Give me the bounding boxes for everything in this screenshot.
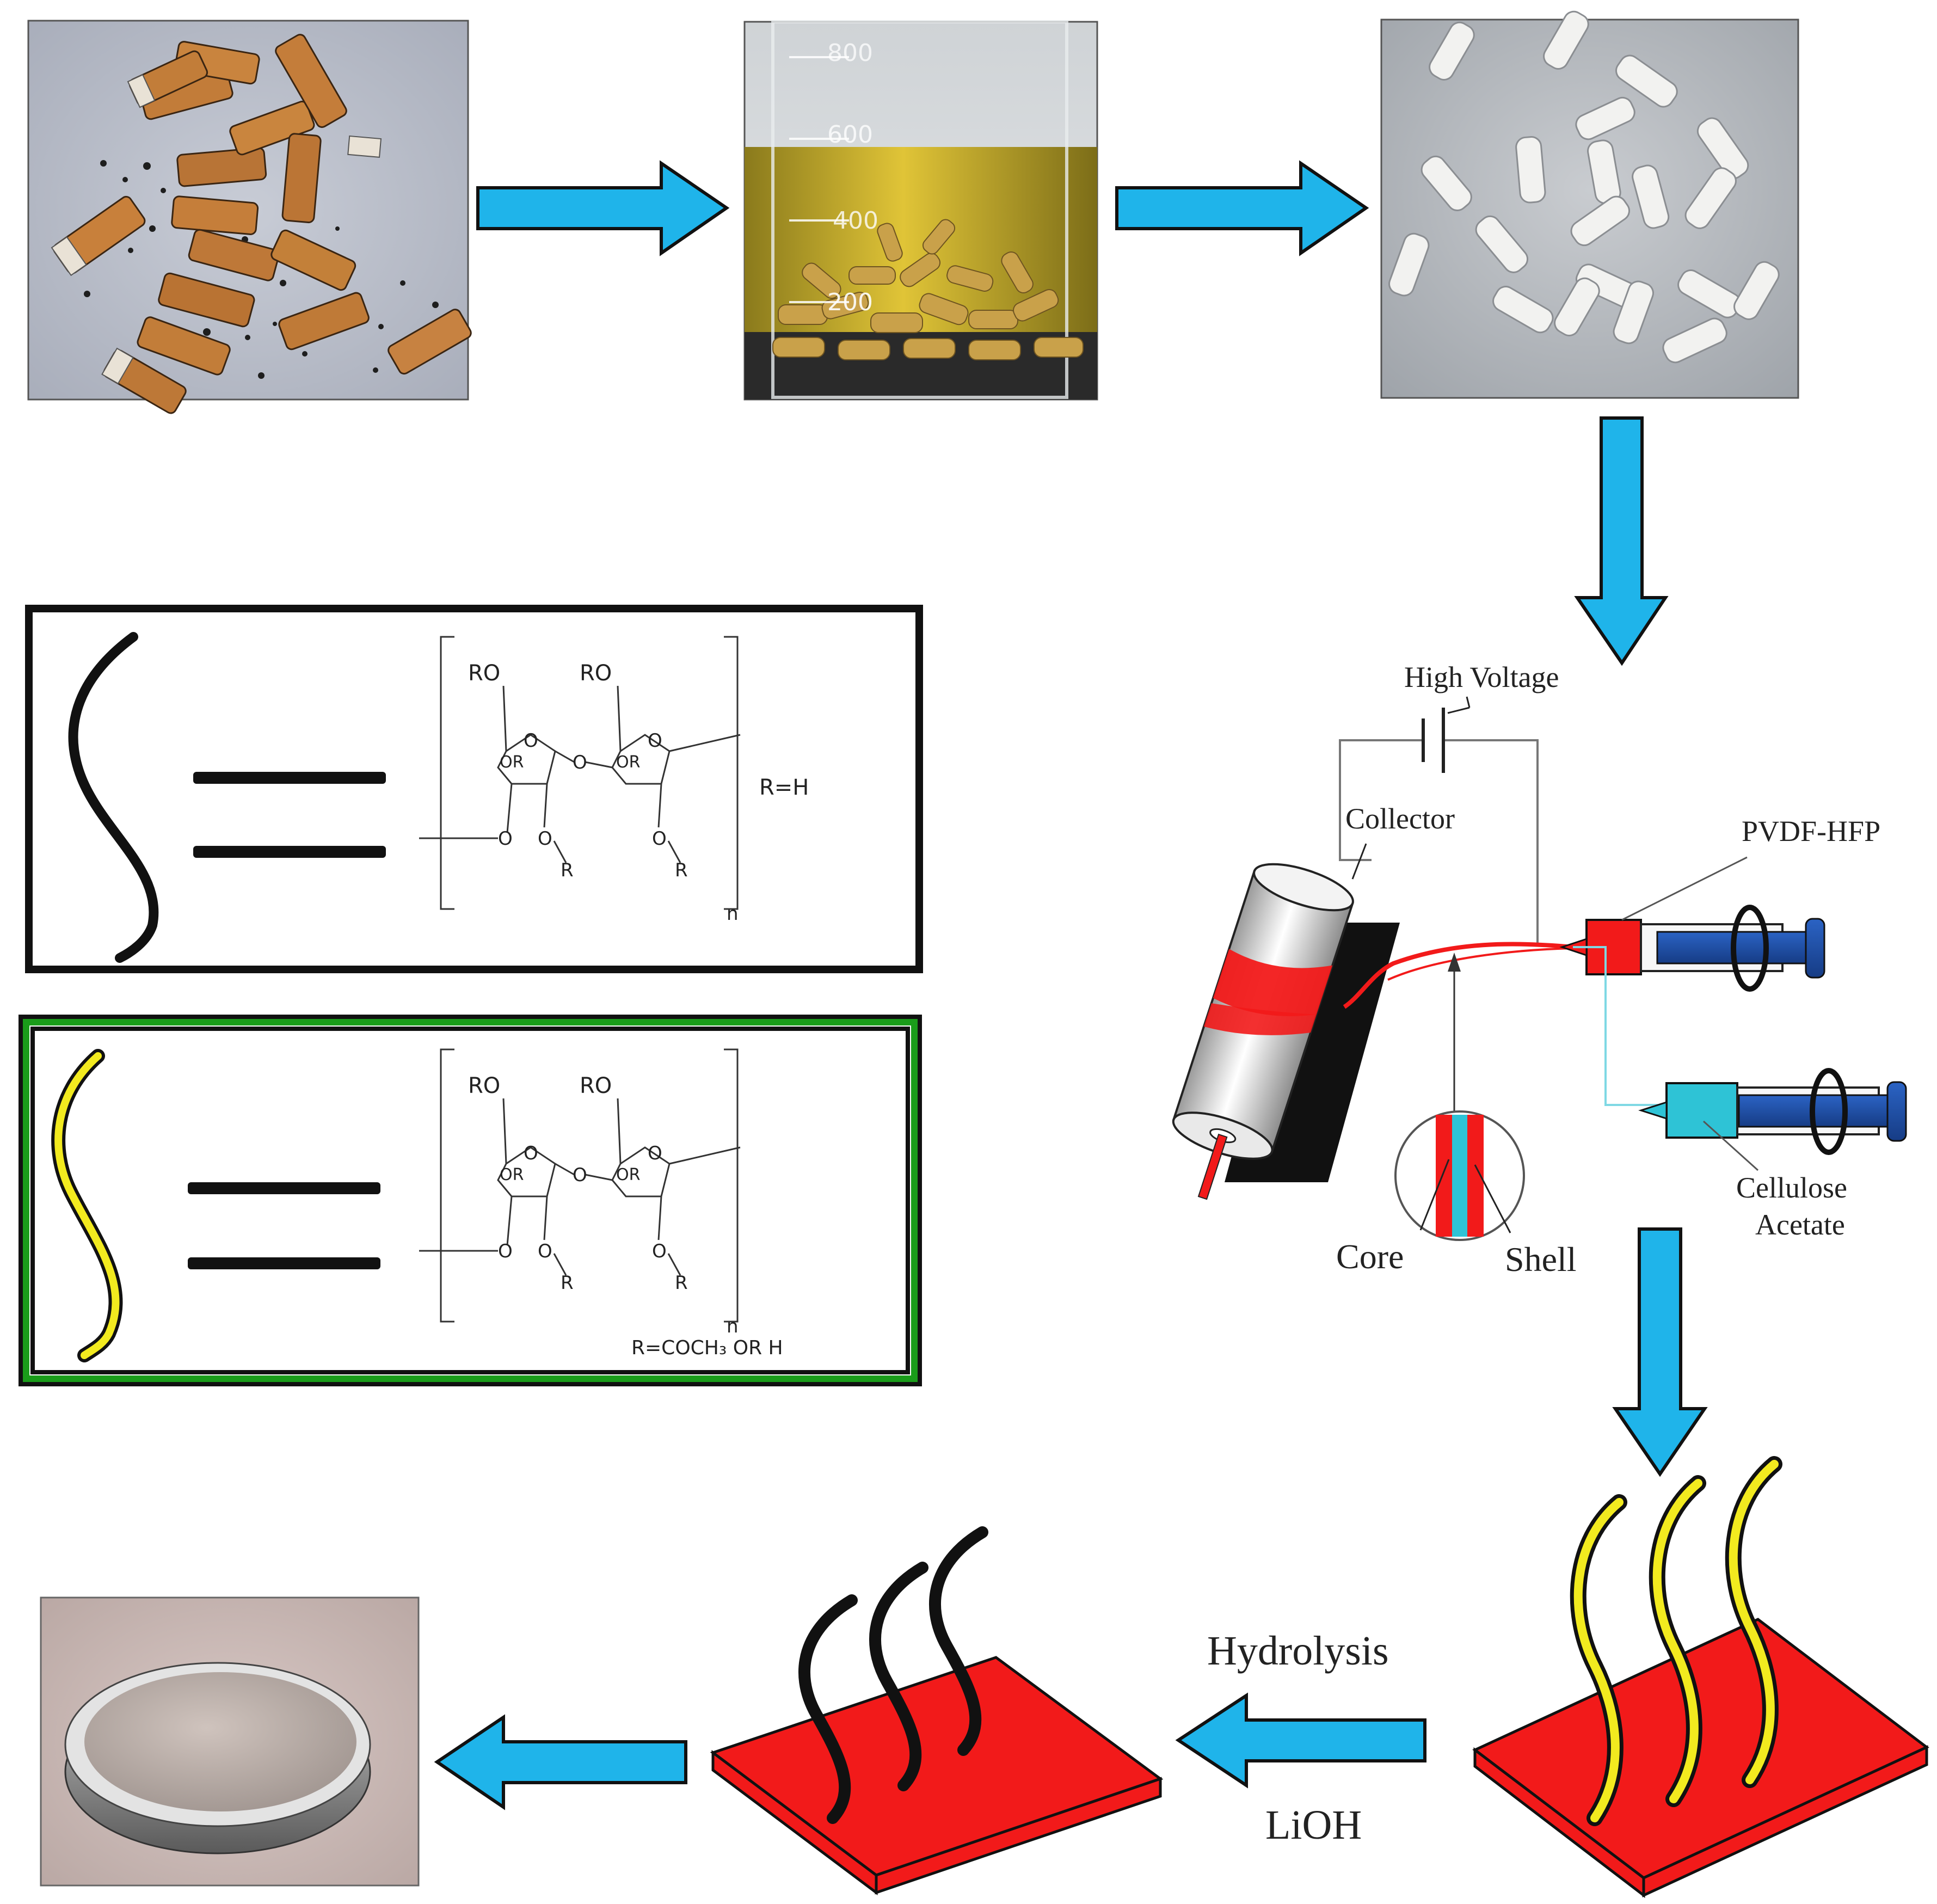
core-label: Core [1336,1237,1404,1276]
high-voltage-label: High Voltage [1404,661,1559,693]
formula-o-sub2: O [652,828,667,850]
acetate-label: Acetate [1755,1208,1845,1241]
core-layer [1452,1115,1467,1237]
formula-o-sub1: O [538,828,552,850]
formula-r-definition: R=H [759,775,809,800]
equals-bar-bottom [193,846,386,858]
arrow-down-2 [1612,1227,1708,1477]
yellow-fibers [1570,1456,1782,1826]
formula-ro-left: RO [468,661,500,686]
equals-bar-top [193,772,386,784]
formula-o-ring1: O [524,730,538,752]
cigarette-butts-photo [27,20,472,414]
beaker-mark-800: 800 [827,39,873,67]
formula-o-bottom: O [498,1240,513,1262]
cellulose-acetate-structure-panel: RO RO OR OR O O O O O O R R n R=COCH₃ OR… [19,1015,922,1386]
arrow-right-1 [476,160,730,256]
beaker-mark-200: 200 [827,288,873,316]
arrow-down-1 [1574,416,1669,666]
formula-o-link: O [573,752,587,773]
formula-ro-left: RO [468,1073,500,1098]
formula-r-sub1: R [561,859,574,881]
cigarette-butts [53,34,472,414]
formula-r-sub1: R [561,1272,574,1294]
pvdf-hfp-label: PVDF-HFP [1742,815,1880,847]
formula-or-right: OR [616,1165,640,1184]
black-fibers [798,1526,988,1824]
beaker-graduation-marks [789,56,849,303]
equals-bar-bottom [188,1257,380,1269]
membrane-regenerated-cellulose [710,1526,1164,1895]
equals-bar-top [188,1182,380,1194]
cellulose-structure-panel: RO RO OR OR O O O O O O R R n R=H [25,605,923,973]
formula-n: n [727,903,739,925]
clean-filters-photo [1380,10,1799,399]
lioh-label: LiOH [1265,1802,1362,1848]
hydrolysis-label: Hydrolysis [1207,1628,1389,1674]
formula-o-ring2: O [648,730,662,752]
membrane-cellulose-acetate [1472,1456,1929,1899]
beaker-mark-600: 600 [827,121,873,149]
syringe-cellulose-acetate [1638,1068,1907,1155]
formula-r-definition: R=COCH₃ OR H [631,1337,783,1359]
formula-r-sub2: R [675,1272,688,1294]
white-filters [1388,10,1780,364]
formula-or-left: OR [500,753,524,772]
collector-drum [1172,863,1354,1200]
arrow-left-2 [434,1714,687,1810]
circuit-wires [1339,696,1539,945]
formula-ro-right: RO [580,1073,612,1098]
black-fiber-icon [68,632,159,963]
formula-o-sub2: O [652,1240,667,1262]
coin-cell-face [84,1672,356,1811]
fiber-jet [1343,942,1573,1009]
formula-o-ring1: O [524,1143,538,1164]
shell-label: Shell [1505,1240,1577,1279]
beaker-mark-400: 400 [833,207,878,235]
beaker-photo: 800 600 400 200 [743,20,1098,401]
formula-r-sub2: R [675,859,688,881]
arrow-right-2 [1115,160,1369,256]
syringe-pvdf-hfp [1559,905,1825,992]
formula-o-sub1: O [538,1240,552,1262]
formula-ro-right: RO [580,661,612,686]
formula-o-ring2: O [648,1143,662,1164]
formula-or-left: OR [500,1165,524,1184]
formula-n: n [727,1316,739,1337]
formula-or-right: OR [616,753,640,772]
collector-label: Collector [1345,802,1455,835]
process-arrows [434,160,1708,1810]
formula-o-link: O [573,1164,587,1186]
cellulose-formula [419,636,741,910]
soaked-butts [772,219,1084,360]
cellulose-acetate-formula [419,1048,741,1323]
formula-o-bottom: O [498,828,513,850]
butt-ash-ends [51,73,382,384]
electrospinning-setup: High Voltage Collector Core Shell [1172,661,1907,1279]
feed-line [1573,946,1665,1106]
arrow-left-1 [1175,1692,1426,1789]
cellulose-label: Cellulose [1736,1171,1847,1204]
coin-cell-photo [40,1596,420,1887]
